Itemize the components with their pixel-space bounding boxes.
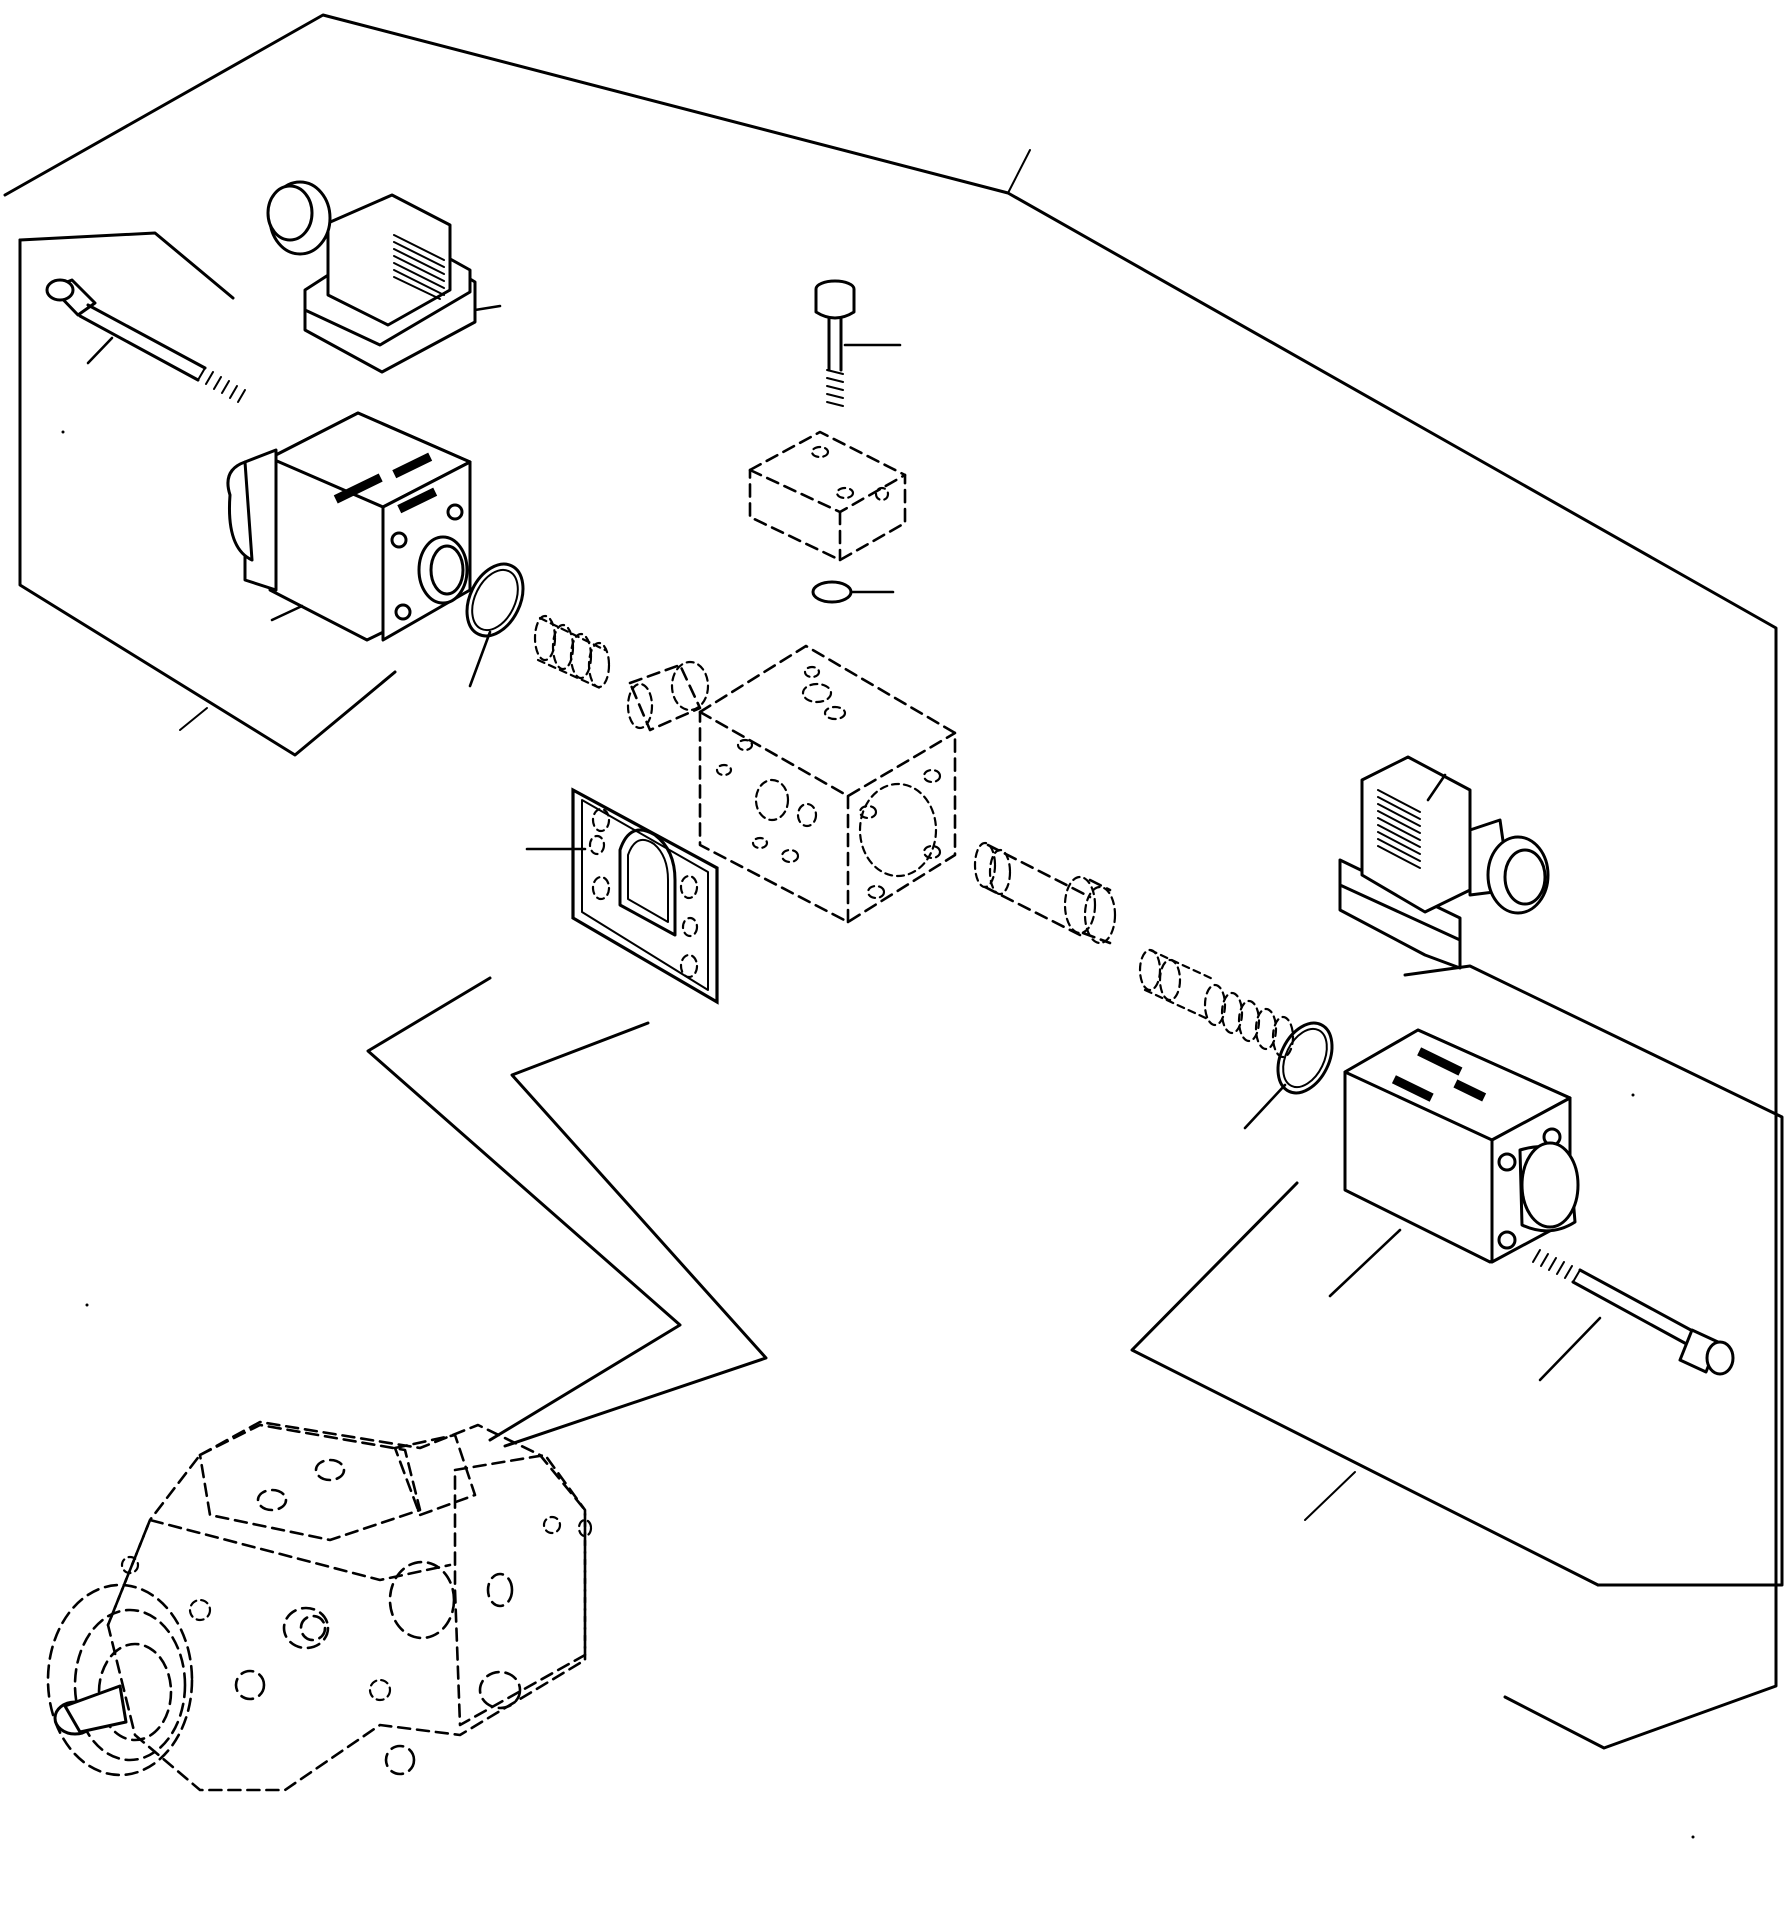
right-connector-icon [1340, 757, 1548, 968]
hydraulic-pump-icon [48, 1422, 591, 1790]
top-cover-block-icon [750, 432, 905, 560]
assembly-bracket-outline [5, 15, 1776, 1748]
left-o-ring-icon [456, 555, 534, 686]
right-spool-icon [975, 843, 1115, 943]
left-connector-icon [268, 182, 500, 372]
scan-artifact-dots [61, 430, 1695, 1839]
top-o-ring-icon [813, 582, 893, 602]
left-spool-end-icon [628, 662, 708, 730]
valve-body-icon [700, 646, 955, 922]
right-o-ring-icon [1245, 1014, 1343, 1128]
right-solenoid-bracket [1132, 966, 1782, 1585]
right-spring-icon [1140, 950, 1293, 1057]
left-solenoid-bracket [20, 233, 395, 755]
top-cap-bolt-icon [816, 281, 900, 406]
left-spring-icon [535, 616, 609, 688]
right-long-bolt-icon [1533, 1250, 1733, 1380]
left-solenoid-icon [228, 413, 470, 640]
right-solenoid-icon [1330, 1030, 1578, 1296]
left-long-bolt-icon [47, 280, 245, 402]
pump-callout-lines [368, 978, 766, 1446]
gasket-icon [527, 790, 717, 1002]
